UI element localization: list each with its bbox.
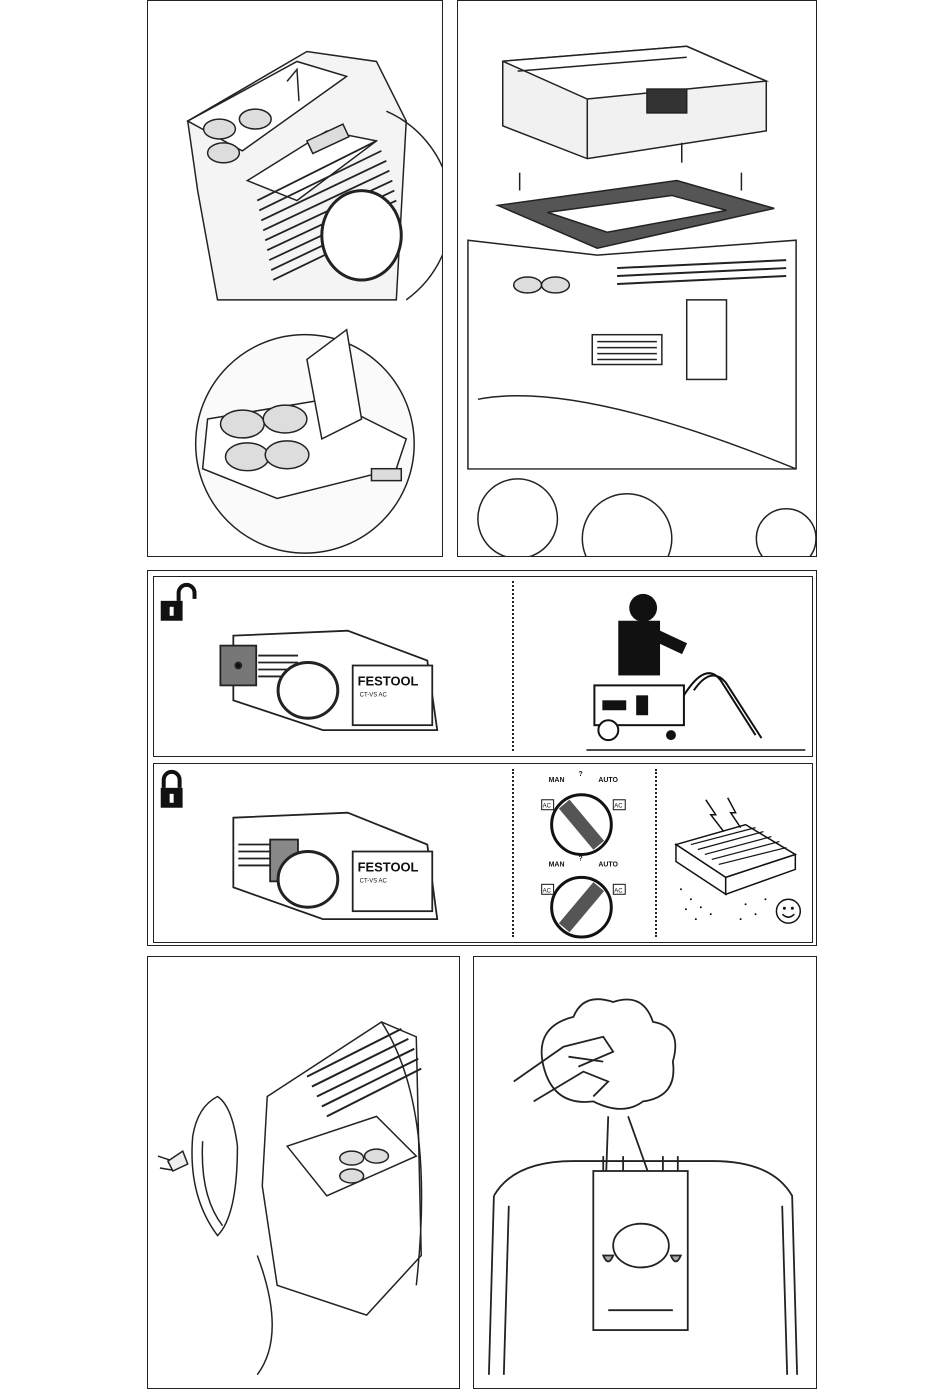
filter-clean-pictogram bbox=[676, 798, 795, 920]
brand-text-1: FESTOOL bbox=[358, 673, 419, 688]
handle-lock-illustration: FESTOOL CT-VS AC FESTOOL CT-VS AC bbox=[148, 571, 816, 945]
person-vacuuming-pictogram bbox=[586, 594, 805, 750]
smiley-icon bbox=[776, 899, 800, 923]
cleaning-illustration bbox=[474, 957, 816, 1388]
figure-top-left bbox=[147, 0, 443, 557]
dial-label-q-2: ? bbox=[578, 855, 582, 862]
figure-middle: FESTOOL CT-VS AC FESTOOL CT-VS AC bbox=[147, 570, 817, 946]
figure-bottom-right bbox=[473, 956, 817, 1389]
unlock-icon bbox=[161, 585, 195, 621]
model-text-1: CT-VS AC bbox=[360, 692, 388, 698]
dial-badge-2a: AC bbox=[543, 888, 552, 894]
figure-top-right bbox=[457, 0, 817, 557]
figure-bottom-left bbox=[147, 956, 460, 1389]
dial-label-man-2: MAN bbox=[549, 861, 565, 868]
dial-badge-1a: AC bbox=[543, 804, 552, 810]
systainer-mount-illustration bbox=[458, 1, 816, 556]
cable-storage-illustration bbox=[148, 957, 459, 1388]
dial-label-q-1: ? bbox=[578, 771, 582, 778]
dial-ac-upper bbox=[542, 795, 626, 855]
dial-label-auto-2: AUTO bbox=[598, 861, 618, 868]
dial-badge-2b: AC bbox=[614, 888, 623, 894]
model-text-2: CT-VS AC bbox=[360, 878, 388, 884]
vacuum-top-detail-illustration bbox=[148, 1, 442, 556]
dial-label-auto-1: AUTO bbox=[598, 777, 618, 784]
dial-ac-lower bbox=[542, 877, 626, 937]
dial-label-man-1: MAN bbox=[549, 777, 565, 784]
dial-badge-1b: AC bbox=[614, 804, 623, 810]
brand-text-2: FESTOOL bbox=[358, 859, 419, 874]
lock-icon bbox=[161, 772, 183, 808]
